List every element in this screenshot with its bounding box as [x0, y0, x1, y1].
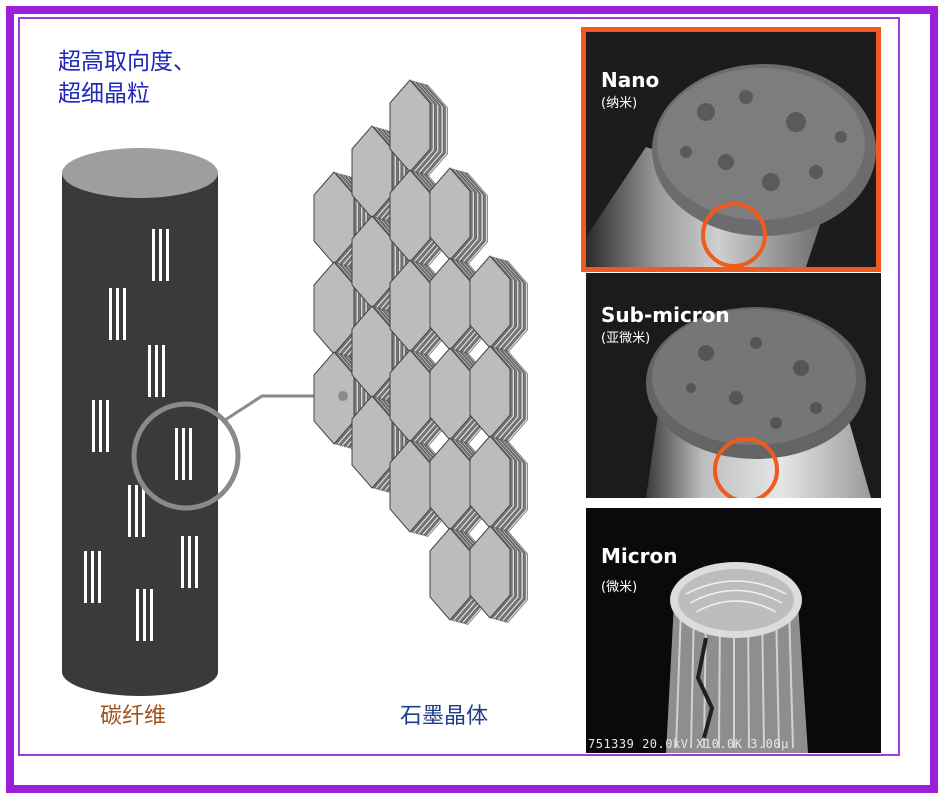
crystallite	[109, 288, 126, 340]
nano-sublabel: (纳米)	[601, 96, 638, 111]
connector-dot	[338, 391, 348, 401]
graphite-hexagon	[429, 167, 488, 266]
crystallite	[175, 428, 192, 480]
crystallite	[181, 536, 198, 588]
sub-micron-fiber-image	[586, 273, 881, 498]
graphite-hexagon	[469, 255, 528, 354]
crystallite	[128, 485, 145, 537]
carbon-fiber-cylinder	[62, 148, 218, 696]
graphite-hexagon	[469, 435, 528, 534]
crystallite	[92, 400, 109, 452]
title-line-2: 超细晶粒	[58, 81, 150, 107]
crystallite	[148, 345, 165, 397]
nano-fiber-image	[586, 32, 876, 267]
sub-micron-sublabel: (亚微米)	[601, 331, 651, 346]
highlight-circle	[701, 202, 767, 267]
magnify-circle	[131, 401, 241, 511]
diagram-title: 超高取向度、 超细晶粒	[58, 46, 196, 110]
inner-frame	[18, 17, 900, 756]
carbon-fiber-label: 碳纤维	[100, 704, 167, 729]
sub-micron-micrograph: Sub-micron (亚微米)	[586, 273, 881, 498]
highlight-circle	[713, 437, 779, 498]
nano-micrograph: Nano (纳米)	[581, 27, 881, 272]
structure-diagram	[62, 79, 528, 696]
graphite-hexagon	[389, 79, 448, 178]
micron-fiber-image	[586, 508, 881, 753]
nano-label: Nano	[601, 68, 660, 92]
graphite-hexagon	[389, 169, 448, 268]
graphite-hexagon	[469, 345, 528, 444]
graphite-crystal-label: 石墨晶体	[400, 704, 489, 729]
crystallite	[152, 229, 169, 281]
micron-label: Micron	[601, 544, 678, 568]
sub-micron-label: Sub-micron	[601, 303, 730, 327]
micron-micrograph: Micron (微米) 751339 20.0kV X10.0K 3.00μ	[586, 508, 881, 753]
title-line-1: 超高取向度、	[58, 49, 196, 75]
micron-sublabel: (微米)	[601, 580, 638, 595]
crystallite	[136, 589, 153, 641]
graphite-hexagon-lattice	[313, 79, 528, 626]
fiber-crystallites	[84, 229, 198, 641]
graphite-hexagon	[469, 525, 528, 624]
sem-scalebar: 751339 20.0kV X10.0K 3.00μ	[588, 737, 789, 751]
crystallite	[84, 551, 101, 603]
